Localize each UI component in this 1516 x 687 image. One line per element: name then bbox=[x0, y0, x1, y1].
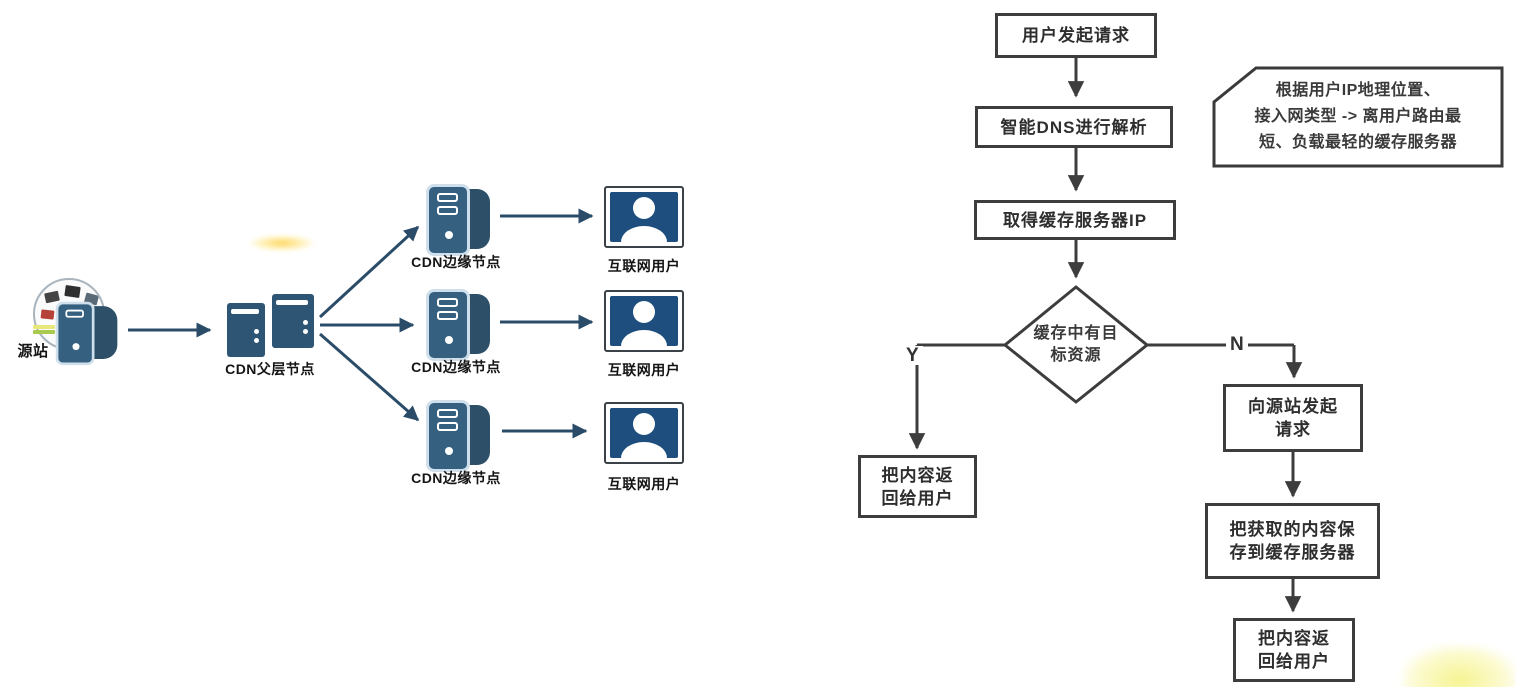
user-icon bbox=[604, 402, 684, 464]
internet-user-label: 互联网用户 bbox=[607, 476, 681, 492]
note-callout-shape bbox=[1212, 66, 1504, 168]
user-icon bbox=[604, 290, 684, 352]
internet-user-label: 互联网用户 bbox=[607, 362, 681, 378]
edge-server-icon bbox=[424, 182, 496, 262]
arrow-parent-to-edge1 bbox=[318, 225, 420, 319]
origin-stack-icon bbox=[33, 325, 55, 334]
flow-step-label: 取得缓存服务器IP bbox=[1002, 210, 1148, 230]
parent-server-icon bbox=[272, 294, 314, 348]
user-icon bbox=[604, 186, 684, 248]
decision-diamond bbox=[1002, 285, 1150, 404]
flow-step-get-cache-ip: 取得缓存服务器IP bbox=[974, 200, 1176, 240]
flow-step-request-origin: 向源站发起 请求 bbox=[1223, 384, 1363, 452]
edge-node-label: CDN边缘节点 bbox=[411, 470, 501, 486]
internet-user-label: 互联网用户 bbox=[607, 258, 681, 274]
edge-server-icon bbox=[424, 398, 496, 478]
origin-label: 源站 bbox=[17, 343, 49, 360]
decision-label: 缓存中有目 标资源 bbox=[1033, 325, 1119, 364]
flow-step-return-content: 把内容返 回给用户 bbox=[858, 455, 977, 518]
flow-step-user-request: 用户发起请求 bbox=[995, 13, 1157, 58]
edge-node-label: CDN边缘节点 bbox=[411, 254, 501, 270]
parent-node-label: CDN父层节点 bbox=[225, 361, 315, 377]
flow-step-label: 用户发起请求 bbox=[1022, 26, 1130, 45]
branch-no-label: N bbox=[1226, 335, 1248, 354]
flow-step-dns-resolve: 智能DNS进行解析 bbox=[975, 106, 1173, 148]
parent-server-icon bbox=[227, 303, 265, 357]
flow-step-final-return: 把内容返 回给用户 bbox=[1233, 618, 1355, 682]
branch-yes-label: Y bbox=[902, 346, 923, 365]
arrow-parent-to-edge3 bbox=[319, 332, 420, 422]
globe-collage-tile bbox=[40, 309, 55, 320]
flow-step-label: 智能DNS进行解析 bbox=[1000, 117, 1148, 137]
edge-server-icon bbox=[424, 287, 496, 367]
globe-collage-tile bbox=[64, 285, 81, 298]
origin-server-icon bbox=[54, 300, 118, 370]
flow-step-save-to-cache: 把获取的内容保 存到缓存服务器 bbox=[1205, 503, 1380, 579]
edge-node-label: CDN边缘节点 bbox=[411, 359, 501, 375]
note-callout-text: 根据用户IP地理位置、 接入网类型 -> 离用户路由最 短、负载最轻的缓存服务器 bbox=[1254, 82, 1462, 151]
